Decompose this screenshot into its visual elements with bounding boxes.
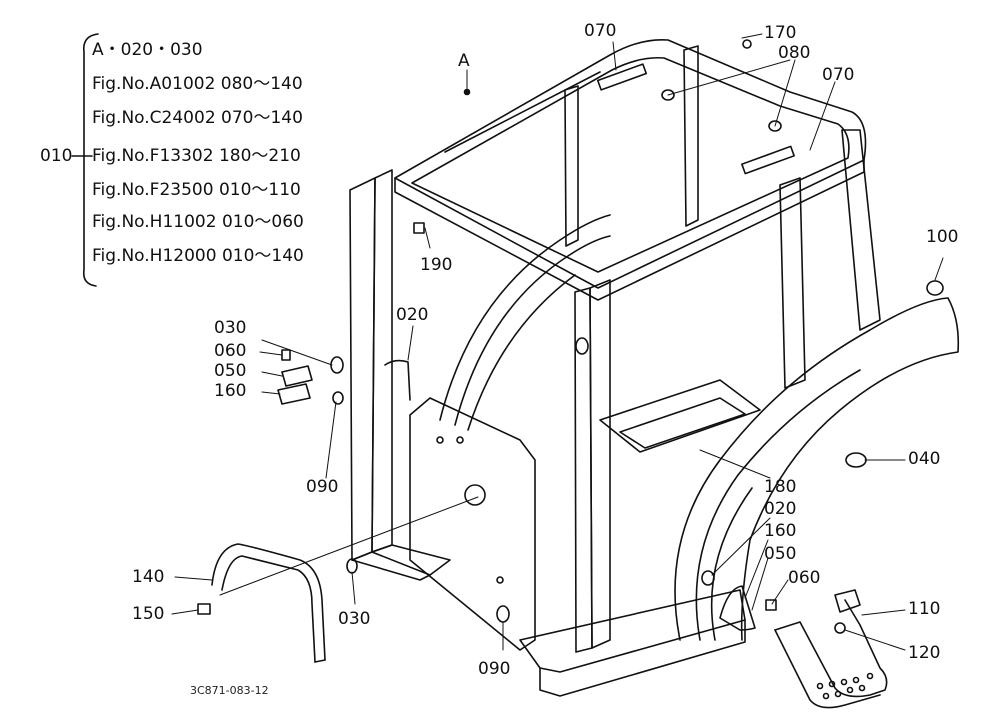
legend-brace	[71, 33, 99, 287]
callout-100: 100	[926, 227, 959, 247]
legend-item-6: Fig.No.H11002 010～060	[92, 212, 304, 232]
callout-a: A	[458, 51, 470, 71]
callout-150: 150	[132, 604, 165, 624]
point-a-marker	[463, 88, 471, 96]
callout-090-lower: 090	[478, 659, 511, 679]
callout-050-right: 050	[764, 544, 797, 564]
legend-item-4: Fig.No.F13302 180～210	[92, 146, 301, 166]
legend-item-1: A・020・030	[92, 40, 203, 60]
callout-030-lower: 030	[338, 609, 371, 629]
legend-item-3: Fig.No.C24002 070～140	[92, 108, 303, 128]
callout-140: 140	[132, 567, 165, 587]
callout-040: 040	[908, 449, 941, 469]
right-fender	[674, 297, 960, 641]
callout-090-left: 090	[306, 477, 339, 497]
drawing-code: 3C871-083-12	[190, 684, 269, 697]
roof-frame	[394, 38, 867, 301]
callout-030-left: 030	[214, 318, 247, 338]
callout-070-right: 070	[822, 65, 855, 85]
legend-item-2: Fig.No.A01002 080～140	[92, 74, 303, 94]
callout-160-left: 160	[214, 381, 247, 401]
small-parts	[197, 39, 944, 631]
callout-080: 080	[778, 43, 811, 63]
callout-020-upper: 020	[396, 305, 429, 325]
step-assembly	[774, 589, 888, 709]
callout-190: 190	[420, 255, 453, 275]
callout-050-left: 050	[214, 361, 247, 381]
rear-panel	[409, 397, 536, 651]
callout-180: 180	[764, 477, 797, 497]
legend-item-5: Fig.No.F23500 010～110	[92, 180, 301, 200]
callout-060-left: 060	[214, 341, 247, 361]
callout-160-right: 160	[764, 521, 797, 541]
callout-060-right: 060	[788, 568, 821, 588]
rear-arch	[439, 214, 611, 431]
cab-pillars	[349, 45, 881, 653]
legend-head-ref: 010	[40, 146, 73, 166]
callout-070-top: 070	[584, 21, 617, 41]
callout-170: 170	[764, 23, 797, 43]
callout-020-lower: 020	[764, 499, 797, 519]
leader-lines	[171, 33, 944, 651]
callout-120: 120	[908, 643, 941, 663]
floor-base	[351, 379, 761, 697]
legend-item-7: Fig.No.H12000 010～140	[92, 246, 304, 266]
callout-110: 110	[908, 599, 941, 619]
handle-140	[211, 543, 326, 663]
